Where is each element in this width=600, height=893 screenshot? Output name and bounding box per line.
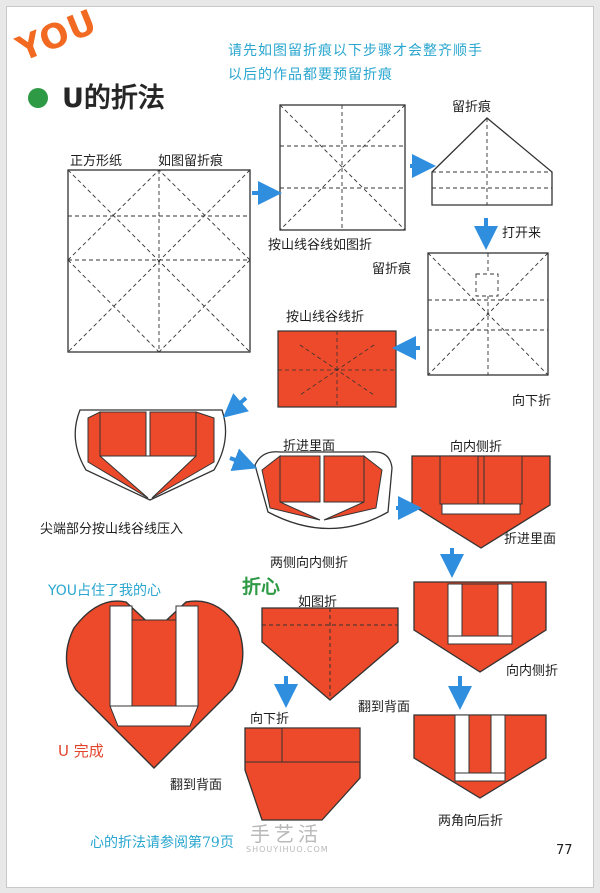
step10-corners-back [413,714,547,799]
label-unfold: 打开来 [502,226,542,241]
finished-u-heart [65,600,244,769]
page-number: 77 [556,843,573,858]
label-fold-inward-side-2: 向内侧折 [506,664,559,679]
label-crease-top: 留折痕 [452,100,492,115]
footer-note: 心的折法请参阅第79页 [90,835,234,851]
label-flip-back: 翻到背面 [358,700,411,715]
label-tip-press: 尖端部分按山线谷线压入 [40,522,184,537]
label-fold-in-inside-2: 折进里面 [504,532,557,547]
step7-fold-inside [254,451,393,530]
intro-line-1: 请先如图留折痕以下步骤才会整齐顺手 [228,43,483,59]
step9-fold-in [413,581,547,673]
label-fold-down: 向下折 [250,712,290,727]
green-bullet-icon [28,88,48,108]
direction-arrows [222,154,498,710]
step4-unfolded [427,252,549,376]
intro-line-2: 以后的作品都要预留折痕 [228,67,393,83]
label-crease-as-shown: 如图留折痕 [158,154,224,169]
step3-house-shape [431,117,553,206]
label-you-heart: YOU占住了我的心 [48,583,162,599]
watermark-url: SHOUYIHUO.COM [246,845,329,854]
label-square-paper: 正方形纸 [70,154,123,169]
label-fold-inward-side: 向内侧折 [450,440,503,455]
step1-square-paper [67,169,251,353]
label-mountain-valley-fold: 按山线谷线折 [286,310,365,325]
label-fold-heart: 折心 [242,576,281,598]
step5-red-rectangle [277,330,397,408]
watermark-text: 手艺活 [250,822,322,846]
label-fold-down-right: 向下折 [512,394,552,409]
label-corners-back: 两角向后折 [438,814,504,829]
label-u-done: U 完成 [58,742,104,760]
heart-step-a [261,607,399,701]
label-fold-as-shown: 如图折 [298,595,338,610]
page-title: U的折法 [62,83,165,114]
step2-mountain-valley [279,104,406,231]
step8-inward-side [411,455,551,549]
heart-step-b [244,727,361,821]
step6-wide-shape [74,409,227,501]
label-crease-mid: 留折痕 [372,262,412,277]
label-mountain-valley-as-shown: 按山线谷线如图折 [268,238,373,253]
label-both-sides-inward: 两侧向内侧折 [270,556,349,571]
label-flip-back-2: 翻到背面 [170,778,223,793]
label-fold-in-inside: 折进里面 [283,439,336,454]
